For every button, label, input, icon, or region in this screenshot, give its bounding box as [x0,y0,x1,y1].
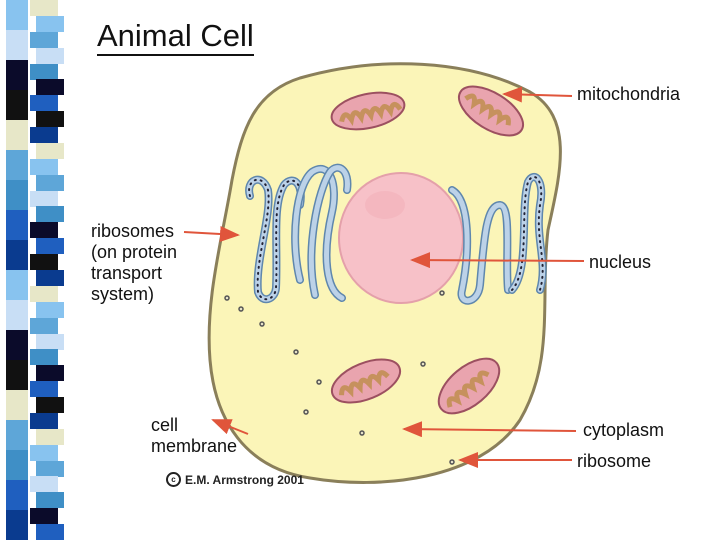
strip-tile [30,349,58,366]
strip-tile [30,412,58,429]
strip-tile [36,79,64,96]
label-cell-membrane-line-2: membrane [151,436,238,456]
mitochondrion-top-right [458,85,524,137]
strip-tile [6,420,28,450]
strip-tile [30,222,58,239]
strip-tile [36,142,64,159]
strip-tile [30,63,58,80]
label-ribosomes: ribosomes (on protein transport system) [91,221,177,305]
strip-tile [6,270,28,300]
strip-tile [6,480,28,510]
strip-tile [6,300,28,330]
strip-tile [6,150,28,180]
strip-tile [36,270,64,286]
strip-tile [36,206,64,223]
strip-tile [36,397,64,414]
mitochondrion-top-left [330,91,406,131]
diagram-title: Animal Cell [97,18,254,56]
strip-tile [30,508,58,525]
strip-tile [6,240,28,270]
strip-tile [6,0,28,30]
strip-tile [30,190,58,207]
label-cell-membrane-line-1: cell [151,415,179,435]
strip-tile [36,524,64,540]
label-ribosomes-line-4: system) [91,284,154,304]
strip-tile [36,47,64,64]
arrow-nucleus [410,252,585,269]
copyright-notice: c E.M. Armstrong 2001 [166,472,304,487]
strip-tile [30,31,58,48]
mitochondrion-bottom-left [330,358,402,404]
strip-tile [36,111,64,128]
nucleus-shape [338,172,464,304]
strip-tile [30,476,58,493]
strip-tile [36,238,64,255]
label-ribosome: ribosome [577,451,652,471]
free-ribosomes [224,290,455,465]
strip-tile [36,460,64,477]
strip-tile [30,285,58,302]
strip-tile [6,210,28,240]
label-cytoplasm: cytoplasm [583,420,665,440]
strip-tile [30,95,58,112]
strip-tile [6,450,28,480]
strip-tile [30,317,58,334]
arrow-cytoplasm [402,421,577,438]
strip-tile [6,390,28,420]
strip-tile [36,333,64,350]
strip-tile [36,174,64,191]
arrow-cell-membrane [211,419,249,435]
strip-tile [6,90,28,120]
mitochondrion-bottom-right [437,357,501,415]
strip-tile [6,510,28,540]
label-ribosomes-line-2: (on protein [91,242,178,262]
rough-er-left [245,175,305,304]
strip-tile [6,360,28,390]
arrow-ribosomes [183,226,240,242]
strip-tile [6,180,28,210]
label-ribosomes-line-1: ribosomes [91,221,175,241]
label-mitochondria: mitochondria [577,84,681,104]
strip-tile [36,428,64,445]
strip-tile [36,301,64,318]
label-arrows [183,86,585,468]
label-cell-membrane: cell membrane [151,415,237,457]
label-nucleus: nucleus [589,252,652,272]
smooth-er-right [448,186,512,305]
smooth-er-left [291,163,352,302]
strip-tile [30,0,58,16]
copyright-text: E.M. Armstrong 2001 [185,472,304,487]
strip-tile [6,30,28,60]
label-ribosomes-line-3: transport [91,263,163,283]
strip-tile [36,15,64,32]
strip-tile [36,365,64,382]
strip-tile [30,381,58,398]
arrow-mitochondria [502,86,573,103]
strip-tile [30,158,58,175]
copyright-icon: c [166,472,181,487]
strip-tile [30,254,58,271]
rough-er-right [508,173,547,294]
strip-tile [30,127,58,144]
strip-tile [36,492,64,509]
strip-tile [6,60,28,90]
decorative-side-strip [0,0,66,540]
strip-tile [6,330,28,360]
strip-tile [30,444,58,461]
strip-tile [6,120,28,150]
